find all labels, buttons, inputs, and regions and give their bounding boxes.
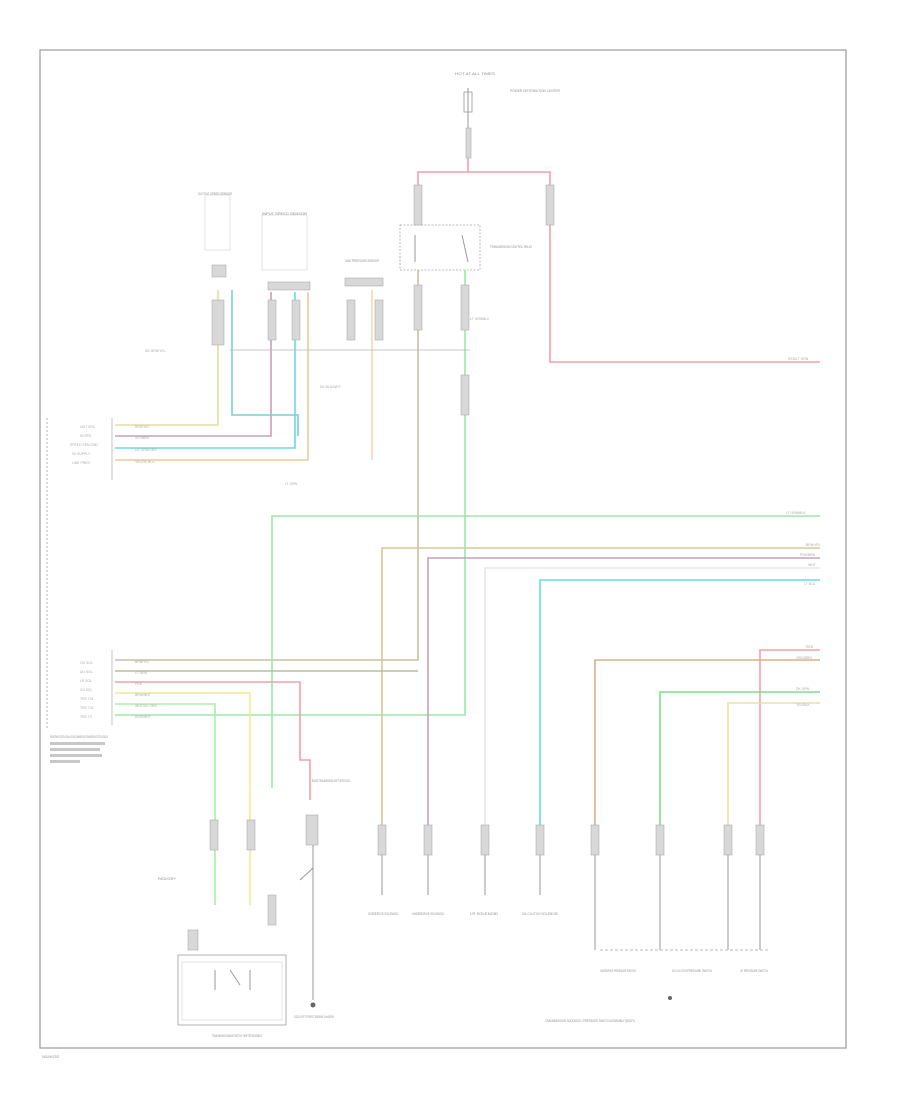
pin-label: LINE PRES	[72, 461, 90, 465]
pcm-pins-bottom: OD SOL UD SOL LR SOL 2/4 SOL TRS T41 TRS…	[80, 661, 94, 719]
right-edge-label: PNK/BRN	[800, 553, 816, 557]
fuse-box-label: POWER DISTRIBUTION CENTER	[510, 88, 560, 93]
pcm-pins-top: OUT SPD IN SPD SPEED SEN GND 5V SUPPLY L…	[70, 425, 98, 465]
pin-label: TRS T42	[80, 706, 94, 710]
switch-label: BRAKE TRANSMISSION SHIFT INTERLOCK	[312, 778, 350, 783]
wire-yellow-trans	[727, 702, 820, 830]
sensor-label: LINE PRESSURE SENSOR	[345, 258, 379, 263]
splice-label: DK GRN/YEL	[145, 349, 166, 353]
pin-label: 2/4 SOL	[80, 688, 93, 692]
pin-label: OD SOL	[80, 661, 93, 665]
right-edge-label: LT BLU	[804, 582, 816, 586]
solenoid-label: LR SOLENOID	[470, 911, 498, 916]
brake-interlock: BRAKE TRANSMISSION SHIFT INTERLOCK G102 …	[294, 778, 350, 1019]
right-edge-label: BRN/YEL	[806, 543, 821, 547]
wire-5v	[115, 292, 309, 461]
transmission-relay: TRANSMISSION CONTROL RELAY	[399, 224, 532, 271]
wire-tags: RED/YEL VIO/BRN DK GRN/ORG YEL/DK BLU BR…	[135, 317, 490, 719]
wire-blue	[539, 579, 820, 830]
sensor-label: INPUT SPEED SENSOR	[262, 211, 307, 216]
right-edge-label: WHT	[808, 563, 816, 567]
wire-tag: LT GRN/BLK	[470, 317, 490, 321]
solenoid-label: 2/4 CLUTCH SOLENOID	[522, 911, 558, 916]
pin-label: LR SOL	[80, 679, 92, 683]
line-pressure-sensor: LINE PRESSURE SENSOR	[344, 258, 384, 287]
pcm-label: POWERTRAIN CONTROL MODULE (PCM) (COMBINE…	[50, 734, 108, 763]
sensor-label-shifter: RED/GRY	[158, 876, 176, 881]
pressure-switch-label: LR PRESSURE SWITCH	[740, 968, 768, 973]
solenoid-row: OVERDRIVE SOLENOID UNDERDRIVE SOLENOID L…	[368, 855, 558, 916]
wire-tag: BRN/YEL	[135, 660, 150, 664]
page-id: W8AM25D	[42, 1055, 60, 1059]
right-edge-label: ORG/BRN	[796, 656, 812, 660]
wire-tan	[381, 547, 820, 830]
wire-tag: RED/YEL	[135, 425, 150, 429]
input-speed-sensor: INPUT SPEED SENSOR	[261, 211, 311, 291]
wire-yellow-2-4	[115, 692, 251, 905]
wire-white	[484, 567, 820, 830]
pin-label: OUT SPD	[80, 425, 96, 429]
splice-label: LT GRN	[285, 482, 298, 486]
wire-relay-tan	[115, 270, 419, 661]
wire-tag: YEL/DK BLU	[135, 460, 155, 464]
pin-label: SPEED SEN GND	[70, 443, 98, 447]
wire-red-relay-out	[468, 171, 820, 363]
wire-violet	[427, 557, 820, 830]
wire-tag: LT GRN	[135, 671, 148, 675]
pin-label: IN SPD	[80, 434, 92, 438]
right-edge-label: LT GRN/BLK	[786, 511, 806, 515]
pin-label: TRS T3	[80, 715, 92, 719]
relay-label: TRANSMISSION CONTROL RELAY	[490, 244, 532, 249]
right-edge-label: YEL/BLK	[796, 703, 810, 707]
wire-tag: VIO/BRN	[135, 436, 149, 440]
shifter-label: TRANSMISSION RANGE SWITCH / SHIFTER ASSE…	[212, 1033, 262, 1038]
pin-label: UD SOL	[80, 670, 93, 674]
pressure-switch-label: OVERDRIVE PRESSURE SWITCH	[600, 968, 636, 973]
wire-green-trans	[659, 691, 820, 830]
pcm-label-text: POWERTRAIN CONTROL MODULE (PCM) (COMBINE…	[50, 734, 108, 739]
wire-tag: DK BLU/WHT	[320, 385, 341, 389]
wire-green-top	[271, 515, 820, 788]
solenoid-label: UNDERDRIVE SOLENOID	[412, 911, 444, 916]
wire-spd-gnd	[115, 292, 296, 449]
wire-tag: BRN/WHT	[135, 693, 151, 697]
wire-lr	[115, 681, 311, 800]
ground-label: G102 LEFT FRONT ENGINE CHASSIS	[294, 1014, 334, 1019]
output-speed-sensor: OUTPUT SPEED SENSOR	[198, 191, 232, 278]
wire-orange-trans	[594, 659, 820, 830]
wire-red-relay-feed	[417, 158, 469, 225]
right-edge-label: RED/LT GRN	[788, 357, 809, 361]
right-edge-label: RED	[806, 645, 814, 649]
sensor-label: OUTPUT SPEED SENSOR	[198, 191, 232, 196]
connector-strips	[209, 184, 765, 926]
wire-relay-green	[115, 270, 466, 716]
pin-label: TRS T41	[80, 697, 94, 701]
right-edge-label: DK GRN	[796, 687, 810, 691]
wire-red-trans	[759, 649, 820, 830]
solenoid-label: OVERDRIVE SOLENOID	[368, 911, 398, 916]
wire-tag: RED/WHT	[135, 715, 151, 719]
shifter-assembly: RED/GRY TRANSMISSION RANGE SWITCH / SHIF…	[158, 876, 287, 1038]
pressure-switch-label: 2/4 CLUTCH PRESSURE SWITCH	[672, 968, 712, 973]
pin-label: 5V SUPPLY	[72, 452, 91, 456]
wire-out-spd	[115, 290, 219, 426]
wire-trs-green	[115, 703, 216, 905]
wire-tag: DK GRN/ORG	[135, 448, 157, 452]
fuse-label: HOT AT ALL TIMES	[455, 71, 495, 76]
transmission-label: TRANSMISSION SOLENOID / PRESSURE SWITCH …	[545, 1018, 635, 1023]
wire-teal-mid	[231, 290, 299, 436]
wire-tag: WHT/DK GRN	[135, 704, 157, 708]
wire-tag: PNK	[135, 682, 143, 686]
fuse-block: HOT AT ALL TIMES POWER DISTRIBUTION CENT…	[455, 71, 560, 159]
diagram-frame	[39, 49, 847, 1049]
pressure-switch-group: OVERDRIVE PRESSURE SWITCH 2/4 CLUTCH PRE…	[545, 855, 768, 1023]
